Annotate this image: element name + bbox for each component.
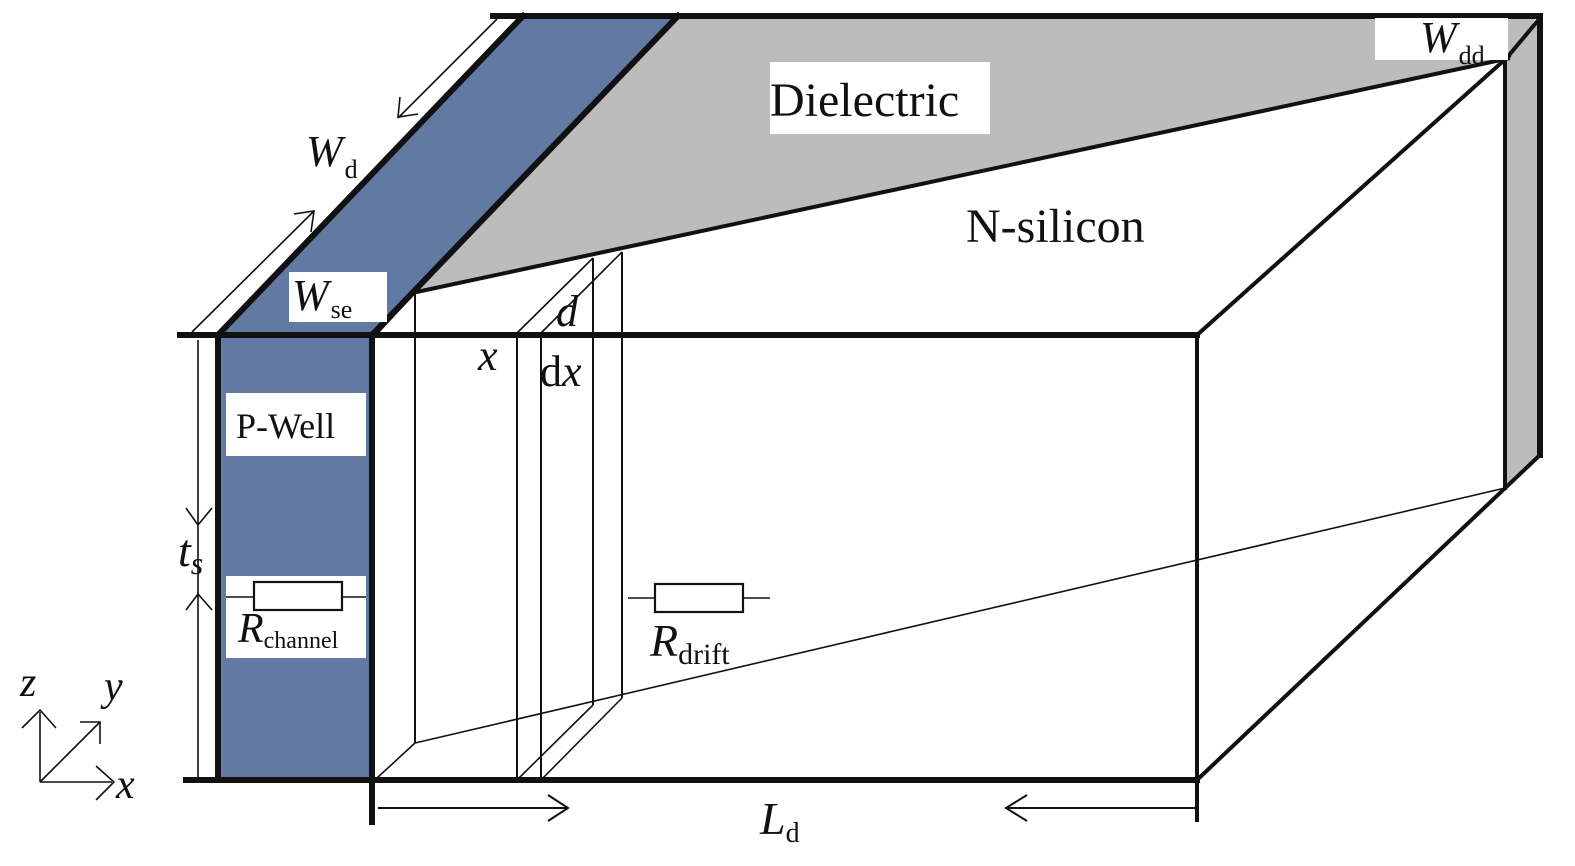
axis-x-label: x <box>115 762 135 808</box>
p-well-top-face <box>218 16 678 335</box>
axis-y-label: y <box>100 664 123 710</box>
n-silicon-label: N-silicon <box>966 200 1145 253</box>
wdd-label: Wdd <box>1420 13 1485 70</box>
edge-right-bottom-diag <box>1195 453 1542 782</box>
slice-bottom-diag-2 <box>542 697 623 779</box>
rdrift-label: Rdrift <box>649 615 730 671</box>
dielectric-label-box <box>770 62 990 134</box>
wd-arrowhead-up <box>293 210 315 233</box>
wdd-label-box <box>1375 18 1508 60</box>
edge-dielectric-corner <box>1503 16 1542 62</box>
rchannel-label: Rchannel <box>237 606 339 654</box>
axes-icon <box>21 708 116 801</box>
slice-line-1-top-diag <box>377 292 416 334</box>
wd-label: Wd <box>306 127 358 184</box>
slice-top-diag-1 <box>516 257 594 334</box>
edge-bottom-back-diag <box>414 487 1506 744</box>
slice-bottom-diag-1 <box>518 704 594 779</box>
edge-pwell-left-diag <box>213 11 528 340</box>
ts-arrowhead-down <box>185 507 213 527</box>
edge-pwell-right-diag <box>367 11 683 340</box>
edge-right-top-diag <box>1195 53 1512 337</box>
ts-label: ts <box>178 525 203 581</box>
ts-arrowhead-up <box>185 592 213 611</box>
wd-dim-line-lower <box>191 211 314 333</box>
ld-arrowhead-left <box>1004 794 1028 822</box>
dielectric-label: Dielectric <box>770 74 959 127</box>
ld-label: Ld <box>759 793 800 849</box>
wd-dim-line-upper <box>397 18 498 119</box>
slice-line-1-diag <box>376 742 416 779</box>
wse-label-box <box>289 272 387 322</box>
ld-arrowhead-right <box>547 794 570 822</box>
dielectric-side-face <box>1505 18 1540 488</box>
resistor-channel-icon <box>226 580 366 612</box>
edge-dielectric-boundary <box>411 56 1511 295</box>
p-well-label-box <box>226 393 366 456</box>
wse-label: Wse <box>292 271 352 324</box>
d-label: d <box>556 287 579 336</box>
x-position-label: x <box>477 331 498 380</box>
slice-top-diag-2 <box>540 251 623 334</box>
axis-z-label: z <box>19 660 36 706</box>
resistor-drift-icon <box>628 582 770 614</box>
p-well-label: P-Well <box>236 406 335 446</box>
wd-arrowhead-down <box>397 96 419 118</box>
dx-label: dx <box>540 347 582 396</box>
